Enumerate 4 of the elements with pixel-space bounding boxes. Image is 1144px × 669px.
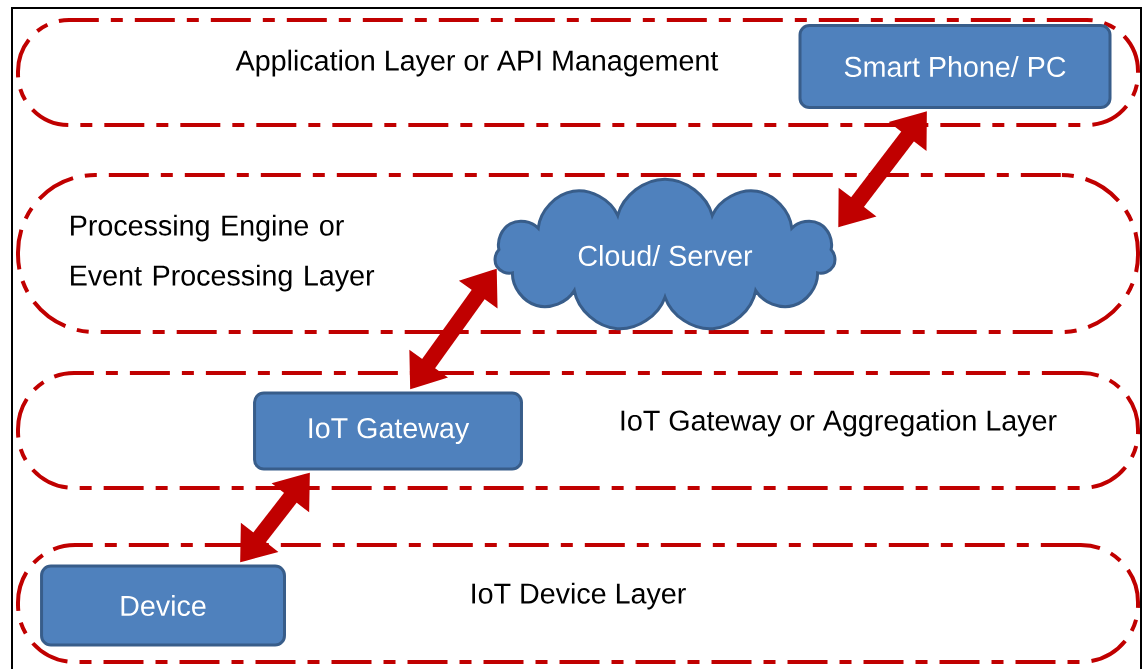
device-box: Smart Phone/ PC bbox=[798, 24, 1112, 109]
cloud: Cloud/ Server bbox=[493, 177, 837, 331]
device-box: IoT Gateway bbox=[253, 391, 523, 471]
device-box: Device bbox=[40, 564, 286, 647]
